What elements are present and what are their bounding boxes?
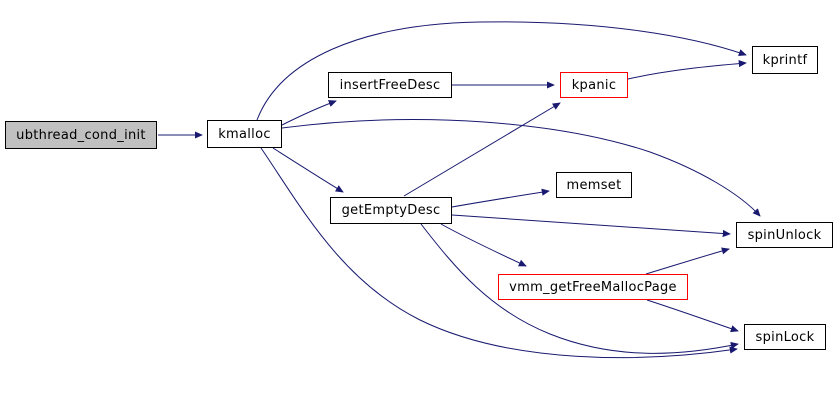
node-spinUnlock[interactable]: spinUnlock xyxy=(736,222,833,248)
node-label: getEmptyDesc xyxy=(341,203,441,218)
edge-vmm_getFreeMallocPage-to-spinLock xyxy=(646,299,739,333)
node-label: spinLock xyxy=(755,329,815,345)
edge-getEmptyDesc-to-vmm_getFreeMallocPage xyxy=(440,223,527,267)
node-kmalloc[interactable]: kmalloc xyxy=(207,120,282,148)
edge-kmalloc-to-insertFreeDesc xyxy=(281,100,337,126)
edge-getEmptyDesc-to-kpanic xyxy=(403,102,561,197)
edge-layer xyxy=(158,21,761,359)
node-label: kpanic xyxy=(571,77,617,93)
edge-getEmptyDesc-to-spinLock xyxy=(420,223,739,354)
node-label: spinUnlock xyxy=(747,227,822,243)
edge-kmalloc-to-kprintf xyxy=(256,21,747,121)
node-getEmptyDesc[interactable]: getEmptyDesc xyxy=(330,197,452,224)
edge-kmalloc-to-getEmptyDesc xyxy=(272,147,344,193)
edge-getEmptyDesc-to-spinUnlock xyxy=(451,214,731,238)
node-vmm_getFreeMallocPage[interactable]: vmm_getFreeMallocPage xyxy=(498,274,688,300)
node-insertFreeDesc[interactable]: insertFreeDesc xyxy=(328,72,452,98)
edge-getEmptyDesc-to-memset xyxy=(451,188,550,208)
edge-kpanic-to-kprintf xyxy=(627,60,747,80)
edge-kmalloc-to-spinUnlock xyxy=(281,119,761,217)
node-label: kprintf xyxy=(762,52,808,68)
node-label: kmalloc xyxy=(218,126,271,142)
edge-vmm_getFreeMallocPage-to-spinUnlock xyxy=(645,247,730,275)
node-label: vmm_getFreeMallocPage xyxy=(509,279,677,295)
node-spinLock[interactable]: spinLock xyxy=(744,324,826,350)
node-memset[interactable]: memset xyxy=(556,172,632,198)
node-label: ubthread_cond_init xyxy=(16,127,146,143)
node-kpanic[interactable]: kpanic xyxy=(560,72,628,98)
node-label: memset xyxy=(566,177,622,193)
node-ubthread_cond_init: ubthread_cond_init xyxy=(5,121,157,149)
node-kprintf[interactable]: kprintf xyxy=(752,46,818,74)
node-label: insertFreeDesc xyxy=(339,77,441,93)
edge-kmalloc-to-spinLock xyxy=(260,147,738,359)
